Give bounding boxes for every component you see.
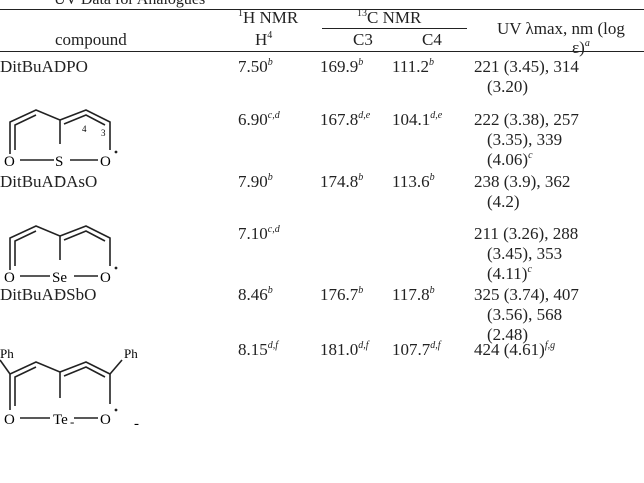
- o-label: O: [4, 270, 15, 286]
- header-rule: [0, 51, 644, 52]
- row2-uv-3: (4.06)c: [487, 150, 533, 169]
- top-rule: [0, 9, 644, 10]
- row5-c3: 176.7b: [320, 285, 364, 304]
- o-label: O: [4, 412, 15, 428]
- header-c3: C3: [353, 30, 373, 49]
- s-label: S: [55, 154, 63, 170]
- row6-uv-1: 424 (4.61)f,g: [474, 340, 556, 359]
- radical-dot: [114, 266, 118, 270]
- row4-uv-1: 211 (3.26), 288: [474, 224, 579, 243]
- row3-h4: 7.90b: [238, 172, 273, 191]
- caption-fragment: UV Data for Analogues: [0, 0, 644, 8]
- o-radical-label: O: [100, 154, 111, 170]
- row5-uv-1: 325 (3.74), 407: [474, 285, 579, 304]
- row3-uv-2: (4.2): [487, 192, 520, 211]
- row1-uv-2: (3.20): [487, 77, 529, 96]
- selena-structure: O Se - O: [4, 225, 118, 299]
- row6-c4: 107.7d,f: [392, 340, 441, 359]
- header-compound: compound: [55, 30, 127, 49]
- header-uv-line1: UV λmax, nm (log: [497, 19, 625, 38]
- ring-c4-label: 4: [82, 124, 87, 134]
- row3-compound: DitBuADAsO: [0, 172, 98, 191]
- row5-uv-3: (2.48): [487, 325, 529, 344]
- row1-uv-1: 221 (3.45), 314: [474, 57, 579, 76]
- row2-c3: 167.8d,e: [320, 110, 371, 129]
- header-h-nmr: 1H NMR: [238, 8, 299, 27]
- row4-h4: 7.10c,d: [238, 224, 280, 243]
- row4-uv-3: (4.11)c: [487, 264, 532, 283]
- row2-c4: 104.1d,e: [392, 110, 443, 129]
- se-label: Se: [52, 270, 67, 286]
- row4-uv-2: (3.45), 353: [487, 244, 563, 263]
- phenyl-left-label: Ph: [0, 346, 14, 361]
- o-label: O: [4, 154, 15, 170]
- row3-uv-1: 238 (3.9), 362: [474, 172, 571, 191]
- row3-c4: 113.6b: [392, 172, 435, 191]
- radical-dot: [114, 408, 118, 412]
- row6-h4: 8.15d,f: [238, 340, 279, 359]
- row2-uv-1: 222 (3.38), 257: [474, 110, 579, 129]
- trailing-dash: -: [134, 416, 139, 432]
- phenyl-right-label: Ph: [124, 346, 138, 361]
- row2-uv-2: (3.35), 339: [487, 130, 563, 149]
- row1-compound: DitBuADPO: [0, 57, 88, 76]
- header-c-nmr: 13C NMR: [357, 8, 422, 27]
- row1-h4: 7.50b: [238, 57, 273, 76]
- row3-c3: 174.8b: [320, 172, 364, 191]
- se-charge: -: [57, 284, 61, 299]
- thia-structure: 4 3 O S - O: [4, 109, 118, 183]
- s-charge: -: [57, 168, 61, 183]
- ring-c3-label: 3: [101, 128, 106, 138]
- o-radical-label: O: [100, 412, 111, 428]
- header-uv-line2: ε)a: [572, 38, 590, 57]
- tellura-structure: Ph Ph O Te - O -: [0, 346, 139, 432]
- radical-dot: [114, 150, 118, 154]
- row5-compound: DitBuADSbO: [0, 285, 97, 304]
- te-charge: -: [70, 414, 74, 429]
- header-c4: C4: [422, 30, 442, 49]
- row6-c3: 181.0d,f: [320, 340, 369, 359]
- header-h4: H4: [255, 30, 273, 49]
- row5-h4: 8.46b: [238, 285, 273, 304]
- o-radical-label: O: [100, 270, 111, 286]
- c-nmr-underline: [322, 28, 467, 29]
- te-label: Te: [53, 412, 68, 428]
- row5-uv-2: (3.56), 568: [487, 305, 563, 324]
- row1-c4: 111.2b: [392, 57, 434, 76]
- row1-c3: 169.9b: [320, 57, 364, 76]
- row2-h4: 6.90c,d: [238, 110, 280, 129]
- row5-c4: 117.8b: [392, 285, 435, 304]
